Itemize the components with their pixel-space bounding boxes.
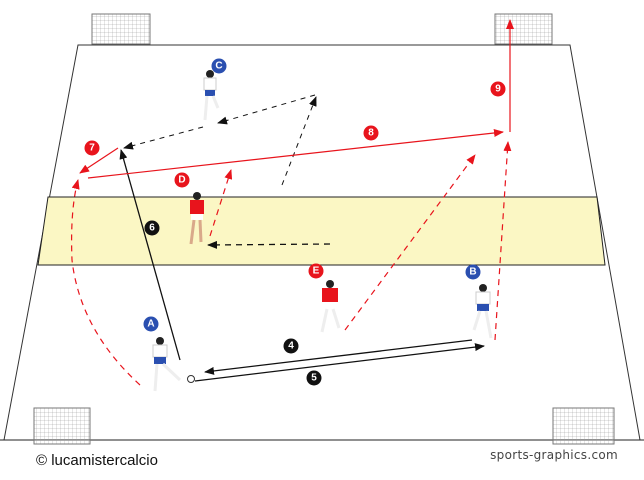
label-player-c: C bbox=[211, 58, 227, 74]
step-5: 5 bbox=[306, 370, 322, 386]
player-c bbox=[203, 70, 220, 121]
svg-text:A: A bbox=[147, 319, 154, 330]
step-6: 6 bbox=[144, 220, 160, 236]
player-e bbox=[320, 280, 341, 333]
copyright-credit: © lucamistercalcio bbox=[36, 452, 158, 469]
svg-text:B: B bbox=[469, 267, 476, 278]
goal-top-right bbox=[494, 13, 553, 45]
pass-6 bbox=[119, 149, 181, 361]
label-player-a: A bbox=[143, 316, 159, 332]
pass-8 bbox=[87, 129, 504, 179]
label-player-e: E bbox=[308, 263, 324, 279]
label-player-b: B bbox=[465, 264, 481, 280]
player-b bbox=[472, 284, 493, 339]
goal-bottom-left bbox=[33, 407, 91, 445]
svg-text:7: 7 bbox=[89, 143, 95, 154]
svg-text:C: C bbox=[215, 61, 222, 72]
svg-text:8: 8 bbox=[368, 128, 374, 139]
site-watermark: sports-graphics.com bbox=[490, 448, 618, 462]
player-a bbox=[152, 337, 182, 392]
pass-5 bbox=[194, 343, 485, 382]
pass-7 bbox=[79, 147, 119, 174]
ball bbox=[187, 375, 195, 383]
goals bbox=[33, 13, 615, 445]
step-7: 7 bbox=[84, 140, 100, 156]
goal-bottom-right bbox=[552, 407, 615, 445]
svg-text:4: 4 bbox=[288, 341, 294, 352]
pass-4 bbox=[204, 339, 473, 375]
run-d-dashed bbox=[207, 240, 331, 249]
step-8: 8 bbox=[363, 125, 379, 141]
label-player-d: D bbox=[174, 172, 190, 188]
step-9: 9 bbox=[490, 81, 506, 97]
svg-text:6: 6 bbox=[149, 223, 155, 234]
svg-text:E: E bbox=[313, 266, 320, 277]
svg-text:9: 9 bbox=[495, 84, 501, 95]
goal-top-left bbox=[91, 13, 151, 45]
player-d bbox=[189, 192, 204, 245]
pitch bbox=[0, 44, 644, 441]
central-zone bbox=[37, 196, 606, 266]
movements bbox=[71, 19, 514, 386]
svg-text:D: D bbox=[178, 175, 185, 186]
step-4: 4 bbox=[283, 338, 299, 354]
svg-text:5: 5 bbox=[311, 373, 317, 384]
